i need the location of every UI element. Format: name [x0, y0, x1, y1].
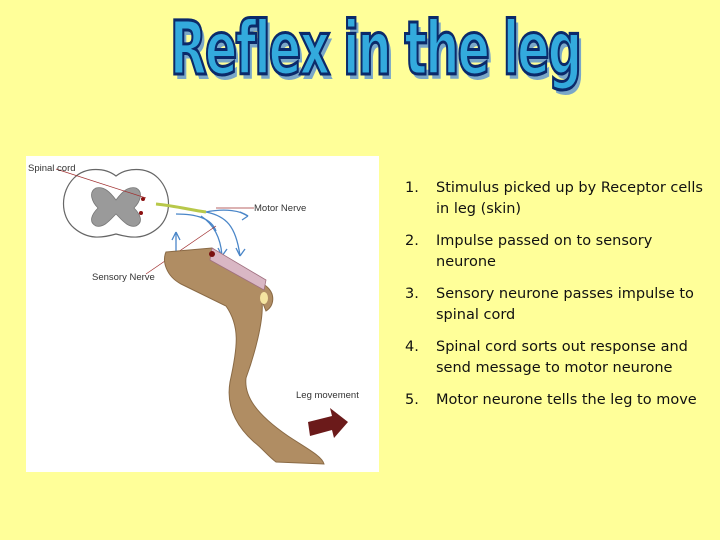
list-item: 5. Motor neurone tells the leg to move [405, 390, 705, 411]
step-text: Impulse passed on to sensory neurone [436, 233, 653, 270]
step-number: 1. [405, 180, 419, 196]
step-text: Spinal cord sorts out response and send … [436, 339, 688, 376]
spinal-cord-label: Spinal cord [28, 163, 76, 174]
sensory-nerve-label: Sensory Nerve [92, 272, 155, 283]
reflex-steps-list: 1. Stimulus picked up by Receptor cells i… [405, 178, 705, 422]
step-number: 2. [405, 233, 419, 249]
list-item: 3. Sensory neurone passes impulse to spin… [405, 284, 705, 326]
step-text: Sensory neurone passes impulse to spinal… [436, 286, 694, 323]
list-item: 2. Impulse passed on to sensory neurone [405, 231, 705, 273]
nerve-paths [155, 202, 249, 257]
spinal-cord-leader [55, 168, 147, 199]
list-item: 1. Stimulus picked up by Receptor cells i… [405, 178, 705, 220]
leg-illustration [164, 247, 325, 465]
reflex-diagram-graphic [55, 168, 348, 465]
step-number: 4. [405, 339, 419, 355]
motor-nerve-label: Motor Nerve [254, 203, 307, 214]
step-number: 5. [405, 392, 419, 408]
leg-movement-arrow [308, 408, 348, 438]
step-number: 3. [405, 286, 419, 302]
spinal-cord-section [62, 168, 170, 238]
step-text: Stimulus picked up by Receptor cells in … [436, 180, 703, 217]
reflex-diagram: Spinal cord Motor Nerve Sensory Nerve Le… [26, 156, 379, 472]
leg-movement-label: Leg movement [296, 390, 359, 401]
list-item: 4. Spinal cord sorts out response and sen… [405, 337, 705, 379]
page-title: Reflex in the leg [169, 4, 583, 94]
sensory-nerve-leader [145, 225, 217, 275]
step-text: Motor neurone tells the leg to move [436, 392, 697, 408]
